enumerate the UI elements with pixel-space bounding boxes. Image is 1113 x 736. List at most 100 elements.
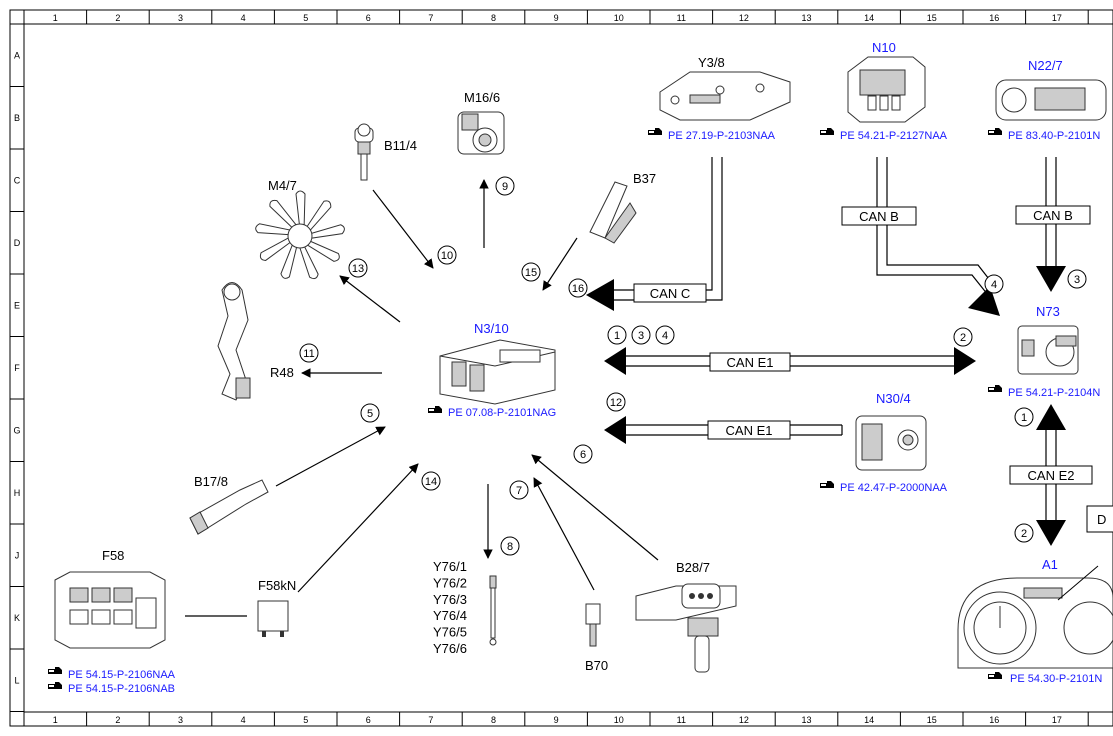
grid-column-label: 15: [927, 13, 937, 23]
a1-label: A1: [1042, 557, 1058, 572]
d-box-label: D: [1097, 512, 1106, 527]
a1-instrument-cluster[interactable]: [957, 565, 1113, 669]
grid-column-label: 17: [1052, 13, 1062, 23]
grid-column-label: 14: [864, 715, 874, 725]
grid-column-label: 10: [614, 13, 624, 23]
m16-6-throttle[interactable]: [457, 111, 505, 155]
n30-4-label: N30/4: [876, 391, 911, 406]
svg-text:4: 4: [991, 279, 997, 291]
b37-label: B37: [633, 171, 656, 186]
f58kn-label: F58kN: [258, 578, 296, 593]
arrow-b37: [542, 237, 578, 291]
n22-7-module[interactable]: [995, 79, 1107, 121]
b70-sensor[interactable]: [585, 603, 601, 647]
n73-ref-link[interactable]: PE 54.21-P-2104N: [1008, 387, 1100, 399]
can-b-label-2: CAN B: [1033, 208, 1073, 223]
r48-heater[interactable]: [217, 282, 251, 401]
n30-4-ref-link[interactable]: PE 42.47-P-2000NAA: [840, 482, 948, 494]
svg-text:6: 6: [580, 449, 586, 461]
m4-7-label: M4/7: [268, 178, 297, 193]
pointing-hand-icon: [988, 672, 1002, 679]
y76-label: Y76/3: [433, 592, 467, 607]
b28-7-label: B28/7: [676, 560, 710, 575]
f58kn-relay[interactable]: [257, 600, 289, 637]
callout-3-top: 3: [631, 325, 651, 345]
grid-column-label: 3: [178, 715, 183, 725]
y3-8-valve-body[interactable]: [659, 71, 791, 121]
svg-text:2: 2: [1021, 528, 1027, 540]
callout-5: 5: [360, 403, 380, 423]
grid-column-label: 4: [241, 13, 246, 23]
pointing-hand-icon: [48, 667, 62, 674]
grid-column-label: 2: [115, 13, 120, 23]
svg-text:7: 7: [516, 485, 522, 497]
callout-1-can-e2: 1: [1014, 407, 1034, 427]
f58-ref-link-2[interactable]: PE 54.15-P-2106NAB: [68, 683, 175, 695]
can-b-bus-n10: [841, 157, 1000, 316]
svg-text:12: 12: [610, 397, 622, 409]
grid-row-label: C: [14, 175, 21, 185]
arrow-b70: [533, 477, 595, 591]
frame-outer: [9, 9, 1113, 727]
m4-7-fan[interactable]: [255, 190, 345, 280]
grid-column-label: 3: [178, 13, 183, 23]
y76-injector[interactable]: [489, 575, 497, 646]
grid-row-label: K: [14, 613, 20, 623]
fan-blade: [297, 241, 319, 280]
callout-14: 14: [421, 471, 441, 491]
pointing-hand-icon: [428, 406, 442, 413]
f58-label: F58: [102, 548, 124, 563]
grid-column-label: 12: [739, 715, 749, 725]
n73-ignition-switch[interactable]: [1017, 325, 1079, 375]
grid-column-label: 11: [677, 715, 686, 725]
y76-label: Y76/1: [433, 559, 467, 574]
n22-7-ref-link[interactable]: PE 83.40-P-2101N: [1008, 130, 1100, 142]
svg-text:4: 4: [662, 330, 668, 342]
callout-7: 7: [509, 480, 529, 500]
grid-column-label: 7: [428, 715, 433, 725]
y3-8-ref-link[interactable]: PE 27.19-P-2103NAA: [668, 130, 776, 142]
b37-pedal[interactable]: [589, 181, 637, 244]
can-e1-label-top: CAN E1: [727, 355, 774, 370]
b17-8-sensor[interactable]: [189, 479, 269, 535]
grid-column-label: 13: [801, 715, 811, 725]
grid-row-label: F: [14, 363, 20, 373]
fan-blade: [303, 200, 332, 235]
a1-ref-link[interactable]: PE 54.30-P-2101N: [1010, 673, 1102, 685]
b17-8-label: B17/8: [194, 474, 228, 489]
can-e2-label: CAN E2: [1028, 468, 1075, 483]
svg-text:5: 5: [367, 408, 373, 420]
grid-column-label: 13: [801, 13, 811, 23]
grid-column-label: 17: [1052, 715, 1062, 725]
callout-2-n73: 2: [953, 327, 973, 347]
n3-10-ref-link[interactable]: PE 07.08-P-2101NAG: [448, 407, 556, 419]
grid-column-label: 5: [303, 13, 308, 23]
grid-column-label: 6: [366, 715, 371, 725]
n30-4-esp-unit[interactable]: [855, 415, 927, 471]
grid-column-label: 9: [554, 715, 559, 725]
grid-column-label: 16: [989, 13, 999, 23]
grid-column-label: 2: [115, 715, 120, 725]
svg-text:2: 2: [960, 332, 966, 344]
b28-7-sensor[interactable]: [635, 583, 737, 673]
pointing-hand-icon: [988, 385, 1002, 392]
callout-16: 16: [568, 278, 588, 298]
f58-ref-link-1[interactable]: PE 54.15-P-2106NAA: [68, 669, 176, 681]
n10-label: N10: [872, 40, 896, 55]
f58-fuse-box[interactable]: [54, 571, 166, 649]
grid-row-label: G: [13, 425, 20, 435]
grid-column-label: 8: [491, 715, 496, 725]
svg-text:1: 1: [614, 330, 620, 342]
arrow-b17-8: [275, 426, 386, 487]
fan-blade: [305, 224, 345, 240]
n3-10-ecu[interactable]: [439, 339, 556, 405]
grid-column-label: 15: [927, 715, 937, 725]
callout-9: 9: [495, 176, 515, 196]
n10-module[interactable]: [847, 56, 926, 123]
svg-text:15: 15: [525, 267, 537, 279]
b11-4-sensor[interactable]: [354, 123, 374, 181]
callout-11: 11: [299, 343, 319, 363]
n10-ref-link[interactable]: PE 54.21-P-2127NAA: [840, 130, 948, 142]
fan-blade: [280, 239, 299, 279]
